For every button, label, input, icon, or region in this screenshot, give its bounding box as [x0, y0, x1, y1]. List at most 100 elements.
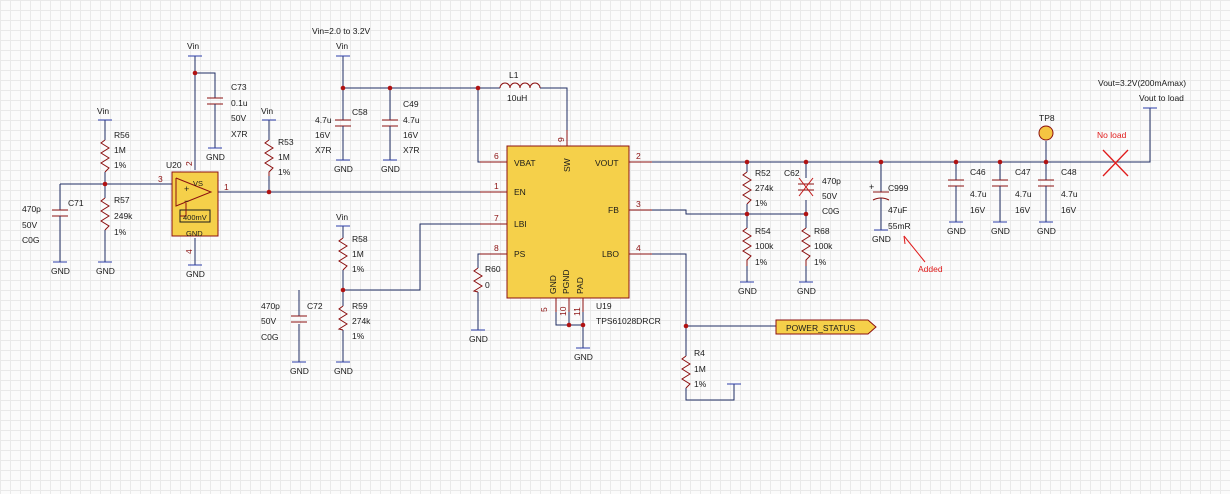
c999-esr: 55mR	[888, 221, 911, 231]
r58-value: 1M	[352, 249, 364, 259]
r52-value: 274k	[755, 183, 774, 193]
c71-dielectric: C0G	[22, 235, 39, 245]
pin-lbo-label: LBO	[602, 249, 619, 259]
comparator-u20: + − VS 400mV GND U20 3 1 2 4	[158, 160, 229, 254]
svg-text:−: −	[184, 196, 189, 206]
gnd-label: GND	[738, 286, 757, 296]
c73-voltage: 50V	[231, 113, 246, 123]
gnd-label: GND	[1037, 226, 1056, 236]
resistor-r54	[742, 227, 752, 268]
c46-value: 4.7u	[970, 189, 987, 199]
resistor-r68	[801, 227, 811, 268]
c49-ref: C49	[403, 99, 419, 109]
gnd-label: GND	[469, 334, 488, 344]
gnd-label: GND	[334, 366, 353, 376]
pin-number: 10	[558, 306, 568, 316]
c73-ref: C73	[231, 82, 247, 92]
c71-value: 470p	[22, 204, 41, 214]
r56-ref: R56	[114, 130, 130, 140]
power-status-net-label: POWER_STATUS	[775, 319, 877, 335]
gnd-label: GND	[334, 164, 353, 174]
vout-spec-label: Vout=3.2V(200mAmax)	[1098, 78, 1186, 88]
c48-voltage: 16V	[1061, 205, 1076, 215]
gnd-label: GND	[797, 286, 816, 296]
r53-tolerance: 1%	[278, 167, 291, 177]
pin-number: 8	[494, 243, 499, 253]
r4-value: 1M	[694, 364, 706, 374]
pin-number: 3	[158, 174, 163, 184]
power-status-text: POWER_STATUS	[786, 323, 855, 333]
added-label: Added	[918, 264, 943, 274]
resistor-r57	[100, 197, 110, 231]
comparator-ref-voltage: 400mV	[183, 213, 207, 222]
r58-tolerance: 1%	[352, 264, 365, 274]
c47-ref: C47	[1015, 167, 1031, 177]
comparator-ref: U20	[166, 160, 182, 170]
resistor-r58	[338, 237, 348, 271]
c46-voltage: 16V	[970, 205, 985, 215]
r60-value: 0	[485, 280, 490, 290]
resistor-r52	[742, 171, 752, 205]
r60-ref: R60	[485, 264, 501, 274]
pin-number: 6	[494, 151, 499, 161]
r59-value: 274k	[352, 316, 371, 326]
resistor-r4	[681, 355, 691, 389]
c48-ref: C48	[1061, 167, 1077, 177]
c999-value: 47uF	[888, 205, 907, 215]
r54-ref: R54	[755, 226, 771, 236]
vin-label: Vin	[97, 106, 109, 116]
gnd-label: GND	[96, 266, 115, 276]
gnd-label: GND	[290, 366, 309, 376]
r57-value: 249k	[114, 211, 133, 221]
pin-number: 9	[556, 137, 566, 142]
junctions	[102, 70, 1049, 329]
c58-dielectric: X7R	[315, 145, 332, 155]
pin-number: 11	[572, 307, 582, 316]
svg-text:+: +	[184, 184, 189, 194]
labels: Vin=2.0 to 3.2V Vin Vin Vin Vin Vin Vout…	[22, 26, 1186, 389]
vin-label: Vin	[261, 106, 273, 116]
vin-label: Vin	[336, 212, 348, 222]
r54-tolerance: 1%	[755, 257, 768, 267]
r54-value: 100k	[755, 241, 774, 251]
power-symbols	[98, 55, 1157, 385]
vin-range-label: Vin=2.0 to 3.2V	[312, 26, 371, 36]
c47-value: 4.7u	[1015, 189, 1032, 199]
pin-fb-label: FB	[608, 205, 619, 215]
r57-tolerance: 1%	[114, 227, 127, 237]
c62-dielectric: C0G	[822, 206, 839, 216]
r52-ref: R52	[755, 168, 771, 178]
test-point-tp8: TP8	[1038, 113, 1055, 141]
r53-ref: R53	[278, 137, 294, 147]
c71-ref: C71	[68, 198, 84, 208]
pin-number: 7	[494, 213, 499, 223]
pin-number: 2	[184, 161, 194, 166]
comparator-gnd-label: GND	[186, 229, 203, 238]
c73-dielectric: X7R	[231, 129, 248, 139]
c62-ref: C62	[784, 168, 800, 178]
c46-ref: C46	[970, 167, 986, 177]
r52-tolerance: 1%	[755, 198, 768, 208]
svg-text:+: +	[869, 182, 874, 192]
r4-tolerance: 1%	[694, 379, 707, 389]
comparator-vs-label: VS	[193, 179, 203, 188]
c71-voltage: 50V	[22, 220, 37, 230]
regulator-ref: U19	[596, 301, 612, 311]
c58-ref: C58	[352, 107, 368, 117]
c47-voltage: 16V	[1015, 205, 1030, 215]
gnd-label: GND	[991, 226, 1010, 236]
gnd-symbols	[53, 147, 1053, 363]
r56-tolerance: 1%	[114, 160, 127, 170]
pin-en-label: EN	[514, 187, 526, 197]
test-point-ref: TP8	[1039, 113, 1055, 123]
c62-voltage: 50V	[822, 191, 837, 201]
c49-voltage: 16V	[403, 130, 418, 140]
r68-ref: R68	[814, 226, 830, 236]
c72-ref: C72	[307, 301, 323, 311]
gnd-label: GND	[381, 164, 400, 174]
c999-ref: C999	[888, 183, 909, 193]
resistor-r59	[337, 305, 348, 331]
c48-value: 4.7u	[1061, 189, 1078, 199]
